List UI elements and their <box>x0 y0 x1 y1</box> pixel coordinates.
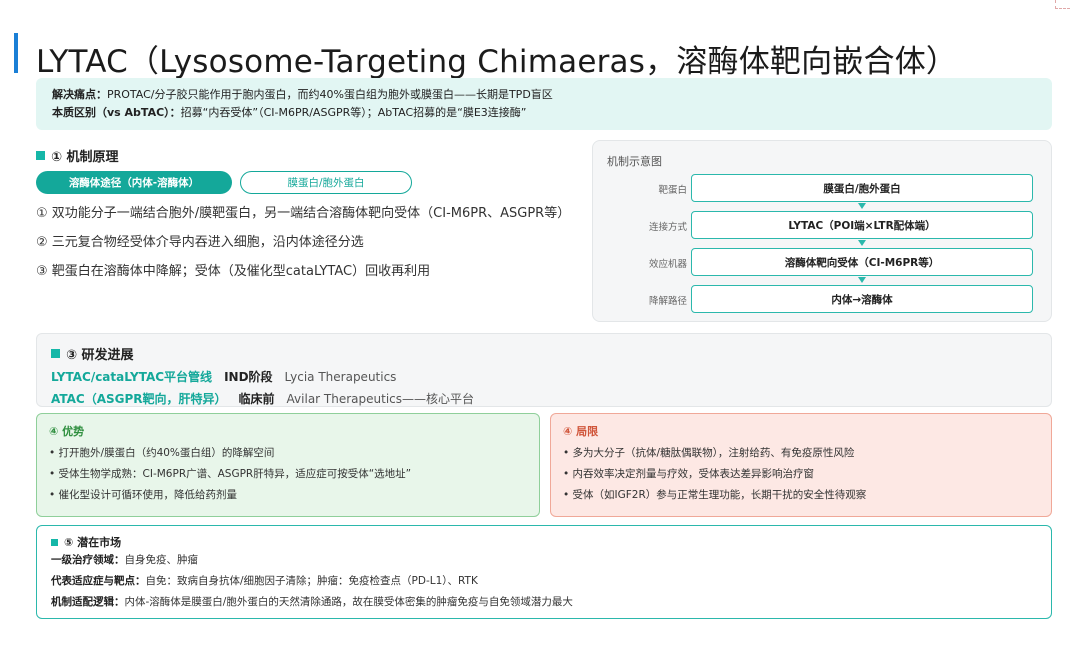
limitations-heading: ④ 局限 <box>563 425 599 438</box>
mechanism-step: ③ 靶蛋白在溶酶体中降解；受体（及催化型cataLYTAC）回收再利用 <box>36 264 431 279</box>
mechanism-step: ② 三元复合物经受体介导内吞进入细胞，沿内体途径分选 <box>36 235 364 250</box>
market-line-label: 机制适配逻辑： <box>51 596 125 608</box>
square-bullet-icon <box>36 151 45 160</box>
intro-diff-label: 本质区别（vs AbTAC）： <box>52 106 181 119</box>
limitations-list: • 多为大分子（抗体/糖肽偶联物），注射给药、有免疫原性风险 • 内吞效率决定剂… <box>563 443 1039 506</box>
pipeline-name: LYTAC/cataLYTAC平台管线 <box>51 370 213 384</box>
diagram-row-box: 溶酶体靶向受体（CI-M6PR等） <box>691 248 1033 276</box>
pipeline-stage: 临床前 <box>238 392 275 406</box>
intro-line-pain-point: 解决痛点：PROTAC/分子胶只能作用于胞内蛋白，而约40%蛋白组为胞外或膜蛋白… <box>52 86 1036 104</box>
diagram-row-box: 膜蛋白/胞外蛋白 <box>691 174 1033 202</box>
page-title: LYTAC（Lysosome-Targeting Chimaeras，溶酶体靶向… <box>36 44 958 80</box>
list-item: • 催化型设计可循环使用，降低给药剂量 <box>49 489 238 501</box>
pipeline-company: Avilar Therapeutics——核心平台 <box>286 392 475 406</box>
mechanism-step: ① 双功能分子一端结合胞外/膜靶蛋白，另一端结合溶酶体靶向受体（CI-M6PR、… <box>36 206 571 221</box>
market-line-text: 自身免疫、肿瘤 <box>124 554 199 566</box>
pipeline-name: ATAC（ASGPR靶向，肝特异） <box>51 392 227 406</box>
mechanism-diagram: 机制示意图 靶蛋白 膜蛋白/胞外蛋白 连接方式 LYTAC（POI端×LTR配体… <box>592 140 1052 322</box>
market-heading: ⑤ 潜在市场 <box>51 534 1037 550</box>
diagram-row-label: 降解路径 <box>648 296 687 307</box>
market-line: 代表适应症与靶点：自免：致病自身抗体/细胞因子清除；肿瘤：免疫检查点（PD-L1… <box>51 571 1037 592</box>
diagram-row-box: 内体→溶酶体 <box>691 285 1033 313</box>
diagram-title: 机制示意图 <box>607 155 662 168</box>
pipeline-stage: IND阶段 <box>224 370 273 384</box>
pipeline-row: ATAC（ASGPR靶向，肝特异） 临床前 Avilar Therapeutic… <box>51 390 1037 407</box>
market-heading-text: ⑤ 潜在市场 <box>64 536 122 549</box>
mechanism-heading: ① 机制原理 <box>36 146 586 165</box>
intro-diff-text: 招募“内吞受体”（CI-M6PR/ASGPR等）；AbTAC招募的是“膜E3连接… <box>180 106 527 119</box>
diagram-row-target: 靶蛋白 膜蛋白/胞外蛋白 <box>593 174 1053 204</box>
advantages-box: ④ 优势 • 打开胞外/膜蛋白（约40%蛋白组）的降解空间 • 受体生物学成熟：… <box>36 413 540 517</box>
down-arrow-icon <box>858 240 866 246</box>
list-item: • 多为大分子（抗体/糖肽偶联物），注射给药、有免疫原性风险 <box>563 447 855 459</box>
market-line-text: 自免：致病自身抗体/细胞因子清除；肿瘤：免疫检查点（PD-L1）、RTK <box>145 575 478 587</box>
intro-summary-box: 解决痛点：PROTAC/分子胶只能作用于胞内蛋白，而约40%蛋白组为胞外或膜蛋白… <box>36 78 1052 130</box>
progress-heading: ③ 研发进展 <box>51 344 1037 363</box>
mechanism-steps: ① 双功能分子一端结合胞外/膜靶蛋白，另一端结合溶酶体靶向受体（CI-M6PR、… <box>36 204 586 282</box>
title-accent-bar <box>14 33 18 73</box>
diagram-row-effector: 效应机器 溶酶体靶向受体（CI-M6PR等） <box>593 248 1053 278</box>
limitations-box: ④ 局限 • 多为大分子（抗体/糖肽偶联物），注射给药、有免疫原性风险 • 内吞… <box>550 413 1052 517</box>
tab-membrane-protein[interactable]: 膜蛋白/胞外蛋白 <box>240 171 412 194</box>
tab-lysosome-pathway[interactable]: 溶酶体途径（内体-溶酶体） <box>36 171 232 194</box>
intro-pain-text: PROTAC/分子胶只能作用于胞内蛋白，而约40%蛋白组为胞外或膜蛋白——长期是… <box>107 88 553 101</box>
diagram-row-label: 靶蛋白 <box>658 185 687 196</box>
square-bullet-icon <box>51 349 60 358</box>
advantages-list: • 打开胞外/膜蛋白（约40%蛋白组）的降解空间 • 受体生物学成熟：CI-M6… <box>49 443 527 506</box>
pipeline-row: LYTAC/cataLYTAC平台管线 IND阶段 Lycia Therapeu… <box>51 368 1037 385</box>
market-line-text: 内体-溶酶体是膜蛋白/胞外蛋白的天然清除通路，故在膜受体密集的肿瘤免疫与自免领域… <box>124 596 573 608</box>
mechanism-section: ① 机制原理 溶酶体途径（内体-溶酶体） 膜蛋白/胞外蛋白 ① 双功能分子一端结… <box>36 146 586 291</box>
progress-heading-text: ③ 研发进展 <box>66 348 134 363</box>
market-section: ⑤ 潜在市场 一级治疗领域：自身免疫、肿瘤 代表适应症与靶点：自免：致病自身抗体… <box>36 525 1052 619</box>
list-item: • 受体生物学成熟：CI-M6PR广谱、ASGPR肝特异，适应症可按受体“选地址… <box>49 468 412 480</box>
diagram-row-degradation: 降解路径 内体→溶酶体 <box>593 285 1053 315</box>
market-line-label: 代表适应症与靶点： <box>51 575 146 587</box>
pipeline-company: Lycia Therapeutics <box>284 370 397 384</box>
market-line: 机制适配逻辑：内体-溶酶体是膜蛋白/胞外蛋白的天然清除通路，故在膜受体密集的肿瘤… <box>51 592 1037 613</box>
list-item: • 受体（如IGF2R）参与正常生理功能，长期干扰的安全性待观察 <box>563 489 867 501</box>
advantages-heading: ④ 优势 <box>49 425 85 438</box>
mechanism-heading-text: ① 机制原理 <box>51 150 119 165</box>
list-item: • 打开胞外/膜蛋白（约40%蛋白组）的降解空间 <box>49 447 275 459</box>
square-bullet-icon <box>51 538 58 546</box>
diagram-row-label: 效应机器 <box>648 259 687 270</box>
corner-crop-mark <box>1055 0 1070 9</box>
diagram-row-linker: 连接方式 LYTAC（POI端×LTR配体端） <box>593 211 1053 241</box>
down-arrow-icon <box>858 277 866 283</box>
mechanism-tabs: 溶酶体途径（内体-溶酶体） 膜蛋白/胞外蛋白 <box>36 171 586 194</box>
market-line-label: 一级治疗领域： <box>51 554 125 566</box>
progress-section: ③ 研发进展 LYTAC/cataLYTAC平台管线 IND阶段 Lycia T… <box>36 333 1052 407</box>
list-item: • 内吞效率决定剂量与疗效，受体表达差异影响治疗窗 <box>563 468 815 480</box>
market-line: 一级治疗领域：自身免疫、肿瘤 <box>51 550 1037 571</box>
diagram-row-box: LYTAC（POI端×LTR配体端） <box>691 211 1033 239</box>
down-arrow-icon <box>858 203 866 209</box>
diagram-row-label: 连接方式 <box>648 222 687 233</box>
intro-pain-label: 解决痛点： <box>52 88 107 101</box>
intro-line-difference: 本质区别（vs AbTAC）：招募“内吞受体”（CI-M6PR/ASGPR等）；… <box>52 104 1036 122</box>
